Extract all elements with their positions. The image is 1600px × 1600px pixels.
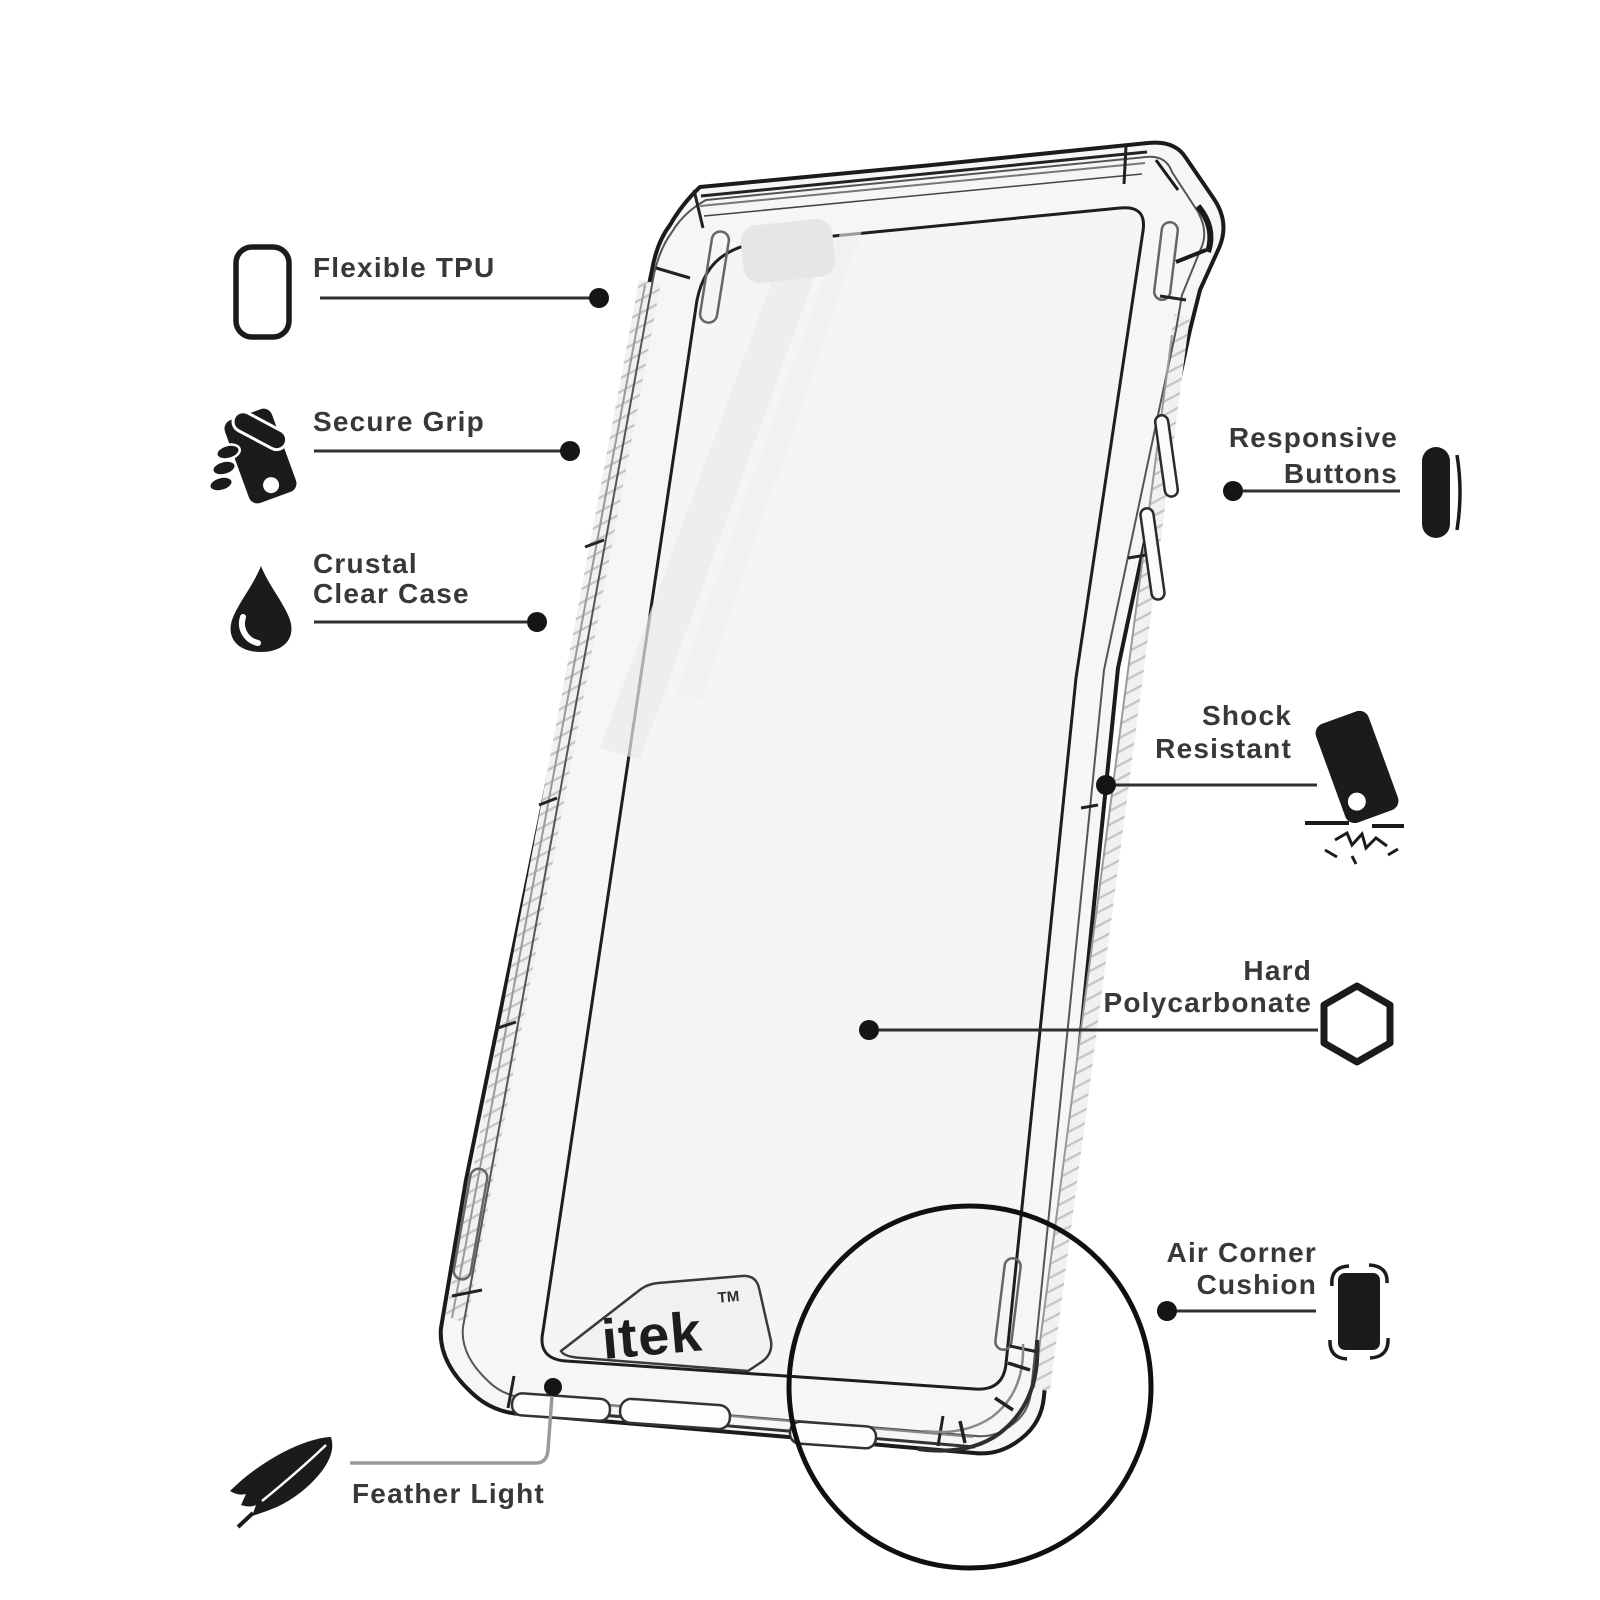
- power-button: [1139, 507, 1166, 601]
- feature-label: Resistant: [1155, 733, 1292, 764]
- feature-label: Polycarbonate: [1103, 987, 1312, 1018]
- callout-dot: [527, 612, 547, 632]
- callout-dot: [560, 441, 580, 461]
- camera-bay: [740, 218, 836, 284]
- feature-label: Buttons: [1284, 458, 1398, 489]
- feature-label: Clear Case: [313, 578, 470, 609]
- bottom-port: [618, 1397, 732, 1431]
- callout-dot: [544, 1378, 562, 1396]
- callout-secure-grip: Secure Grip: [208, 406, 580, 504]
- hand-grip-phone-icon: [208, 408, 297, 504]
- top-right-corner-armor: [1154, 159, 1214, 264]
- volume-button: [1153, 414, 1180, 498]
- feature-label: Crustal: [313, 548, 418, 579]
- feature-label: Air Corner: [1167, 1237, 1317, 1268]
- callout-flexible-tpu: Flexible TPU: [233, 244, 609, 340]
- callout-hard-polycarbonate: Hard Polycarbonate: [859, 955, 1394, 1066]
- callout-line: [350, 1395, 554, 1465]
- top-edge-line: [703, 173, 1143, 217]
- callout-dot: [859, 1020, 879, 1040]
- feature-label: Hard: [1243, 955, 1312, 986]
- brand-trademark: TM: [717, 1288, 740, 1307]
- top-edge-line: [699, 162, 1146, 207]
- side-button-icon: [1422, 447, 1462, 538]
- corner-slot-top-right: [1152, 220, 1180, 302]
- callout-air-corner-cushion: Air Corner Cushion: [1157, 1237, 1390, 1361]
- feature-label: Shock: [1202, 700, 1292, 731]
- water-drop-icon: [230, 566, 292, 652]
- corner-slot-top-left: [698, 230, 731, 324]
- screen-reflection: [600, 234, 830, 760]
- brand-plate: [559, 1274, 773, 1373]
- corner-slot-bottom-right: [994, 1257, 1022, 1351]
- feature-label: Flexible TPU: [313, 252, 495, 283]
- callout-responsive-buttons: Responsive Buttons: [1223, 422, 1462, 538]
- magnifier-circle: [786, 1203, 1154, 1571]
- corner-cushion-icon: [1328, 1263, 1390, 1361]
- right-bumper-hatch: [1034, 313, 1190, 1392]
- hexagon-icon: [1320, 982, 1394, 1066]
- case-inner-contour: [461, 155, 1206, 1438]
- bottom-port: [788, 1420, 878, 1450]
- top-edge-line: [700, 150, 1148, 198]
- bottom-port: [510, 1392, 612, 1423]
- callout-dot: [1096, 775, 1116, 795]
- callout-feather-light: Feather Light: [230, 1378, 562, 1529]
- brand-logo: itek: [599, 1299, 705, 1371]
- phone-case-illustration: itek TM: [438, 140, 1226, 1571]
- callout-shock-resistant: Shock Resistant: [1096, 700, 1404, 865]
- phone-case-outline-icon: [233, 244, 292, 340]
- callout-dot: [589, 288, 609, 308]
- corner-slot-bottom-left: [452, 1167, 489, 1281]
- screen-reflection: [676, 231, 862, 700]
- feature-label: Secure Grip: [313, 406, 485, 437]
- callout-crystal-clear-case: Crustal Clear Case: [230, 548, 547, 652]
- bottom-right-corner-detail: [917, 1339, 1040, 1453]
- feature-label: Responsive: [1229, 422, 1398, 453]
- feature-label: Cushion: [1197, 1269, 1317, 1300]
- feature-label: Feather Light: [352, 1478, 545, 1509]
- callout-dot: [1223, 481, 1243, 501]
- falling-phone-impact-icon: [1305, 710, 1404, 865]
- callout-dot: [1157, 1301, 1177, 1321]
- feather-icon: [230, 1437, 333, 1529]
